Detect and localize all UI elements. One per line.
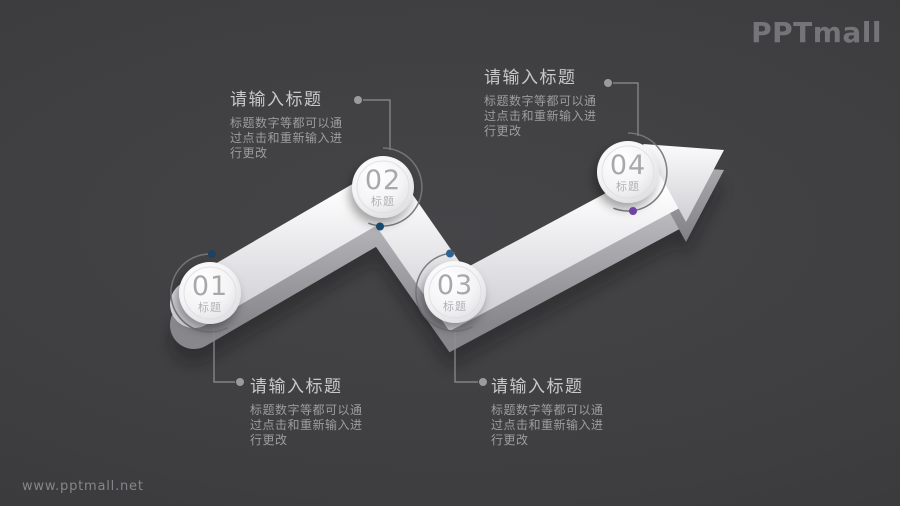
accent-dot-step3 — [446, 249, 454, 258]
ring-step2 — [368, 147, 423, 227]
node-label-step3: 标题 — [443, 299, 467, 313]
node-number-step1: 01 — [192, 271, 228, 302]
accent-dot-step1 — [208, 250, 216, 258]
node-label-step1: 标题 — [198, 300, 222, 314]
arrowhead-face — [643, 144, 724, 222]
node-number-step3: 03 — [437, 270, 473, 301]
node-circle-inner-step1 — [183, 266, 237, 320]
callout-title-step4: 请输入标题 — [484, 68, 577, 88]
website-url: www.pptmall.net — [22, 479, 144, 494]
node-circle-inner-step2 — [356, 160, 410, 214]
ring-accent-dots — [208, 207, 637, 258]
connector-dot-step1 — [236, 378, 244, 386]
callout-body-step1: 标题数字等都可以通过点击和重新输入进行更改 — [250, 403, 363, 447]
node-circle-step1 — [179, 262, 241, 324]
connector-step2 — [363, 99, 391, 150]
node-circle-inner-step4 — [601, 145, 655, 199]
node-texts: 01 标题 02 标题 03 标题 04 标题 — [192, 150, 646, 314]
connector-step3 — [454, 328, 478, 383]
accent-dot-step2 — [376, 222, 384, 231]
pptmall-logo: PPTmall — [751, 16, 882, 49]
node-circles — [179, 141, 659, 324]
ring-step1 — [170, 253, 229, 333]
callout-body-step3: 标题数字等都可以通过点击和重新输入进行更改 — [491, 403, 604, 447]
connector-dot-step3 — [479, 378, 487, 386]
node-label-step2: 标题 — [371, 194, 395, 208]
connector-end-dots — [236, 79, 612, 386]
ring-step3 — [415, 252, 474, 332]
node-number-step2: 02 — [365, 165, 401, 196]
callout-title-step1: 请输入标题 — [250, 377, 343, 397]
node-circle-step4 — [597, 141, 659, 203]
node-label-step4: 标题 — [616, 179, 640, 193]
node-circle-step3 — [424, 261, 486, 323]
node-circle-inner-step3 — [428, 265, 482, 319]
callout-step2: 请输入标题 标题数字等都可以通过点击和重新输入进行更改 — [230, 85, 351, 161]
callout-connectors — [213, 82, 639, 383]
connector-step1 — [213, 328, 235, 383]
callout-step1: 请输入标题 标题数字等都可以通过点击和重新输入进行更改 — [250, 372, 371, 448]
connector-dot-step4 — [604, 79, 612, 87]
zigzag-bar-face — [170, 162, 692, 332]
node-circle-step2 — [352, 156, 414, 218]
callout-step4: 请输入标题 标题数字等都可以通过点击和重新输入进行更改 — [484, 63, 605, 139]
connector-dot-step2 — [354, 96, 362, 104]
node-number-step4: 04 — [610, 150, 646, 181]
accent-dot-step4 — [629, 207, 637, 215]
callout-title-step3: 请输入标题 — [491, 377, 584, 397]
callout-step3: 请输入标题 标题数字等都可以通过点击和重新输入进行更改 — [491, 372, 612, 448]
callout-title-step2: 请输入标题 — [230, 90, 323, 110]
connector-step4 — [613, 82, 639, 136]
callout-body-step2: 标题数字等都可以通过点击和重新输入进行更改 — [230, 116, 343, 160]
callout-body-step4: 标题数字等都可以通过点击和重新输入进行更改 — [484, 94, 597, 138]
